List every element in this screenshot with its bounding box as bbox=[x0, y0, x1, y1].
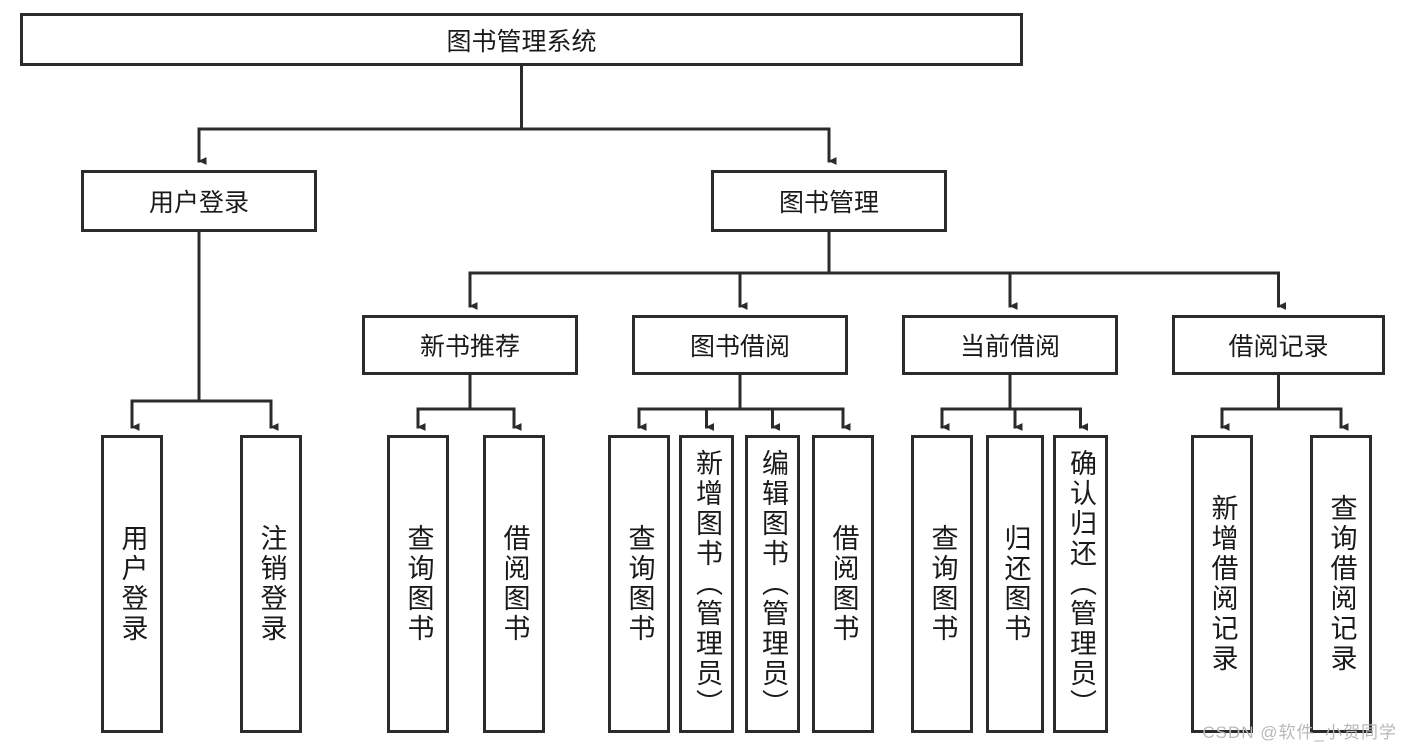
leaf-user-login-label: 用户登录 bbox=[117, 524, 148, 644]
node-current-borrow[interactable]: 当前借阅 bbox=[902, 315, 1118, 375]
node-user-login-label: 用户登录 bbox=[148, 189, 249, 217]
node-new-book-rec-label: 新书推荐 bbox=[419, 333, 520, 361]
leaf-add-record[interactable]: 新增借阅记录 bbox=[1191, 435, 1253, 733]
node-user-login[interactable]: 用户登录 bbox=[81, 170, 317, 232]
leaf-add-record-label: 新增借阅记录 bbox=[1207, 494, 1238, 674]
leaf-logout[interactable]: 注销登录 bbox=[240, 435, 302, 733]
leaf-query-record-label: 查询借阅记录 bbox=[1326, 494, 1357, 674]
node-book-manage[interactable]: 图书管理 bbox=[711, 170, 947, 232]
node-current-borrow-label: 当前借阅 bbox=[959, 333, 1060, 361]
leaf-borrow-book-1[interactable]: 借阅图书 bbox=[483, 435, 545, 733]
leaf-query-book-1[interactable]: 查询图书 bbox=[387, 435, 449, 733]
leaf-borrow-book-2-label: 借阅图书 bbox=[828, 524, 859, 644]
leaf-query-book-2-label: 查询图书 bbox=[624, 524, 655, 644]
leaf-edit-book[interactable]: 编辑图书（管理员） bbox=[745, 435, 800, 733]
leaf-query-book-2[interactable]: 查询图书 bbox=[608, 435, 670, 733]
node-borrow-record-label: 借阅记录 bbox=[1228, 333, 1329, 361]
node-book-borrow-label: 图书借阅 bbox=[689, 333, 790, 361]
leaf-logout-label: 注销登录 bbox=[256, 524, 287, 644]
leaf-confirm-return-label: 确认归还（管理员） bbox=[1066, 449, 1096, 719]
node-borrow-record[interactable]: 借阅记录 bbox=[1172, 315, 1385, 375]
leaf-borrow-book-1-label: 借阅图书 bbox=[499, 524, 530, 644]
leaf-edit-book-label: 编辑图书（管理员） bbox=[758, 449, 788, 719]
node-root-label: 图书管理系统 bbox=[446, 27, 597, 56]
node-book-borrow[interactable]: 图书借阅 bbox=[632, 315, 848, 375]
leaf-query-book-3[interactable]: 查询图书 bbox=[911, 435, 973, 733]
leaf-query-book-3-label: 查询图书 bbox=[927, 524, 958, 644]
leaf-user-login[interactable]: 用户登录 bbox=[101, 435, 163, 733]
node-root[interactable]: 图书管理系统 bbox=[20, 13, 1023, 66]
leaf-borrow-book-2[interactable]: 借阅图书 bbox=[812, 435, 874, 733]
leaf-add-book[interactable]: 新增图书（管理员） bbox=[679, 435, 734, 733]
node-book-manage-label: 图书管理 bbox=[778, 189, 879, 217]
node-new-book-rec[interactable]: 新书推荐 bbox=[362, 315, 578, 375]
leaf-add-book-label: 新增图书（管理员） bbox=[692, 449, 722, 719]
leaf-return-book-label: 归还图书 bbox=[1000, 524, 1031, 644]
leaf-query-book-1-label: 查询图书 bbox=[403, 524, 434, 644]
leaf-confirm-return[interactable]: 确认归还（管理员） bbox=[1053, 435, 1108, 733]
leaf-query-record[interactable]: 查询借阅记录 bbox=[1310, 435, 1372, 733]
leaf-return-book[interactable]: 归还图书 bbox=[986, 435, 1044, 733]
